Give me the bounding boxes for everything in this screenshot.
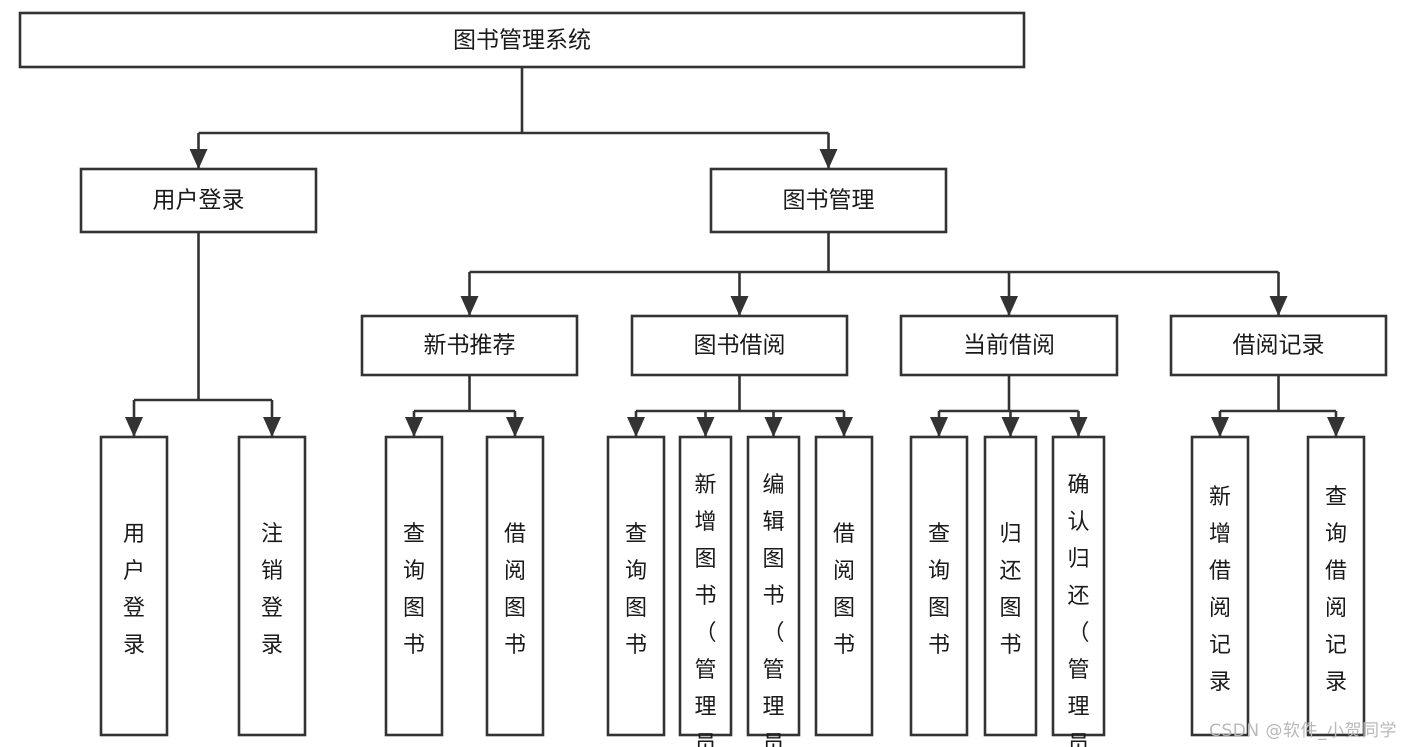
leaf-node-box[interactable] (746, 435, 801, 737)
leaf-node[interactable]: 编辑图书（管理员） (746, 435, 801, 747)
leaf-node-label: 借阅图书 (504, 522, 526, 658)
arrow-head-icon (696, 417, 715, 437)
leaf-node-box[interactable] (1190, 435, 1250, 737)
leaf-node-label: 查询图书 (403, 522, 425, 658)
node-user-login-box[interactable] (79, 167, 318, 234)
node-book-management-label: 图书管理 (783, 188, 875, 214)
arrow-head-icon (405, 417, 423, 437)
node-new-book-recommend-label: 新书推荐 (424, 333, 516, 359)
connector-edges (132, 67, 1338, 437)
leaf-node-box[interactable] (384, 435, 444, 737)
arrow-head-icon (1269, 296, 1288, 316)
leaf-node-label: 归还图书 (999, 522, 1021, 658)
node-borrow-records[interactable]: 借阅记录 (1169, 314, 1388, 377)
leaf-node-box[interactable] (606, 435, 666, 737)
arrow-head-icon (1001, 417, 1020, 437)
leaf-nodes: 用户登录 注销登录 查询图书 借阅图书 查询图书 新增图书（管理员） 编辑图书（管理员） 借阅… (99, 435, 1366, 747)
arrow-head-icon (835, 417, 853, 437)
leaf-node[interactable]: 借阅图书 (814, 435, 874, 737)
leaf-node-box[interactable] (1051, 435, 1106, 737)
leaf-node-box[interactable] (678, 435, 733, 737)
arrow-head-icon (1069, 417, 1088, 437)
arrow-head-icon (930, 417, 948, 437)
leaf-node-box[interactable] (814, 435, 874, 737)
arrow-head-icon (627, 417, 645, 437)
node-book-management[interactable]: 图书管理 (709, 167, 948, 234)
node-root[interactable]: 图书管理系统 (18, 11, 1026, 69)
node-borrow-records-box[interactable] (1169, 314, 1388, 377)
node-current-borrow-box[interactable] (899, 314, 1119, 377)
leaf-node-label: 编辑图书（管理员） (762, 473, 784, 747)
leaf-node[interactable]: 查询图书 (384, 435, 444, 737)
arrow-head-icon (1000, 296, 1018, 316)
connector-arrowheads (125, 149, 1345, 437)
leaf-node-box[interactable] (983, 435, 1038, 737)
arrow-head-icon (506, 417, 524, 437)
leaf-node-label: 注销登录 (261, 522, 283, 658)
arrow-head-icon (764, 417, 783, 437)
leaf-node-label: 用户登录 (123, 522, 145, 658)
arrow-head-icon (125, 417, 143, 437)
leaf-node[interactable]: 查询图书 (909, 435, 969, 737)
node-root-box[interactable] (18, 11, 1026, 69)
arrow-head-icon (730, 296, 749, 316)
leaf-node-label: 新增借阅记录 (1209, 485, 1231, 695)
leaf-node-label: 确认归还（管理员） (1067, 473, 1089, 747)
leaf-node[interactable]: 查询借阅记录 (1306, 435, 1366, 737)
leaf-node[interactable]: 借阅图书 (485, 435, 545, 737)
leaf-node-box[interactable] (237, 435, 307, 737)
leaf-node-box[interactable] (99, 435, 169, 737)
leaf-node-box[interactable] (909, 435, 969, 737)
leaf-node[interactable]: 用户登录 (99, 435, 169, 737)
leaf-node-label: 查询借阅记录 (1325, 485, 1347, 695)
arrow-head-icon (1211, 417, 1229, 437)
leaf-node[interactable]: 查询图书 (606, 435, 666, 737)
node-current-borrow[interactable]: 当前借阅 (899, 314, 1119, 377)
node-current-borrow-label: 当前借阅 (963, 333, 1055, 359)
arrow-head-icon (1327, 417, 1345, 437)
leaf-node[interactable]: 归还图书 (983, 435, 1038, 737)
node-root-label: 图书管理系统 (453, 28, 591, 54)
leaf-node-label: 查询图书 (928, 522, 950, 658)
leaf-node-label: 借阅图书 (833, 522, 855, 658)
arrow-head-icon (263, 417, 281, 437)
node-book-management-box[interactable] (709, 167, 948, 234)
node-new-book-recommend-box[interactable] (360, 314, 579, 377)
leaf-node-label: 新增图书（管理员） (694, 473, 716, 747)
leaf-node[interactable]: 注销登录 (237, 435, 307, 737)
leaf-node[interactable]: 新增借阅记录 (1190, 435, 1250, 737)
node-new-book-recommend[interactable]: 新书推荐 (360, 314, 579, 377)
leaf-node[interactable]: 新增图书（管理员） (678, 435, 733, 747)
node-book-borrow[interactable]: 图书借阅 (630, 314, 849, 377)
arrow-head-icon (189, 149, 208, 169)
leaf-node-box[interactable] (1306, 435, 1366, 737)
node-book-borrow-label: 图书借阅 (694, 333, 786, 359)
node-user-login[interactable]: 用户登录 (79, 167, 318, 234)
leaf-node-label: 查询图书 (625, 522, 647, 658)
leaf-node[interactable]: 确认归还（管理员） (1051, 435, 1106, 747)
node-book-borrow-box[interactable] (630, 314, 849, 377)
arrow-head-icon (460, 296, 479, 316)
node-user-login-label: 用户登录 (153, 188, 245, 214)
arrow-head-icon (819, 149, 838, 169)
node-borrow-records-label: 借阅记录 (1233, 333, 1325, 359)
leaf-node-box[interactable] (485, 435, 545, 737)
